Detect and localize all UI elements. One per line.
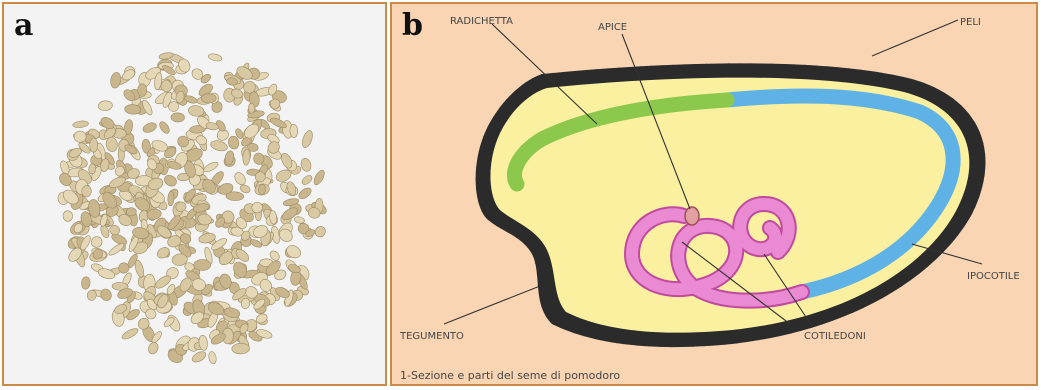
seed (202, 160, 219, 174)
panel-label-b: b (402, 8, 423, 43)
seed (120, 327, 139, 342)
seed (190, 350, 207, 365)
seed (147, 341, 160, 355)
seed (290, 124, 298, 138)
seed (208, 53, 223, 63)
seed-section-diagram-panel: RADICHETTA APICE PELI TEGUMENTO IPOCOTIL… (390, 2, 1038, 386)
diagram-caption: 1-Sezione e parti del seme di pomodoro (400, 369, 620, 382)
seed-pile-image (4, 4, 387, 386)
seed (162, 173, 178, 188)
seed (171, 112, 185, 122)
seed-photo-panel: a (2, 2, 387, 386)
label-tegumento: TEGUMENTO (399, 331, 464, 342)
panel-label-a: a (14, 8, 33, 43)
seed (158, 120, 172, 135)
seed (142, 121, 158, 134)
seed (284, 243, 303, 261)
seed (300, 174, 313, 187)
seed (133, 259, 145, 278)
seed (89, 235, 103, 249)
seed (312, 169, 327, 187)
seed (232, 343, 250, 354)
seed (239, 183, 252, 194)
seed (74, 131, 86, 143)
seed (138, 84, 147, 97)
seed (155, 245, 171, 260)
seed (110, 72, 122, 89)
seed (201, 93, 216, 103)
label-peli: PELI (960, 17, 981, 28)
seed (99, 287, 113, 302)
seed (253, 153, 264, 165)
seed (300, 129, 314, 149)
seed-section-diagram: RADICHETTA APICE PELI TEGUMENTO IPOCOTIL… (392, 4, 1038, 386)
seed (194, 259, 211, 270)
seed (90, 138, 98, 152)
seed (300, 157, 313, 172)
seed (208, 351, 217, 365)
label-cotiledoni: COTILEDONI (804, 331, 866, 342)
label-apice: APICE (598, 22, 627, 33)
seed (297, 186, 313, 201)
seed (126, 207, 137, 216)
seed (209, 139, 228, 153)
label-ipocotile: IPOCOTILE (967, 271, 1020, 282)
seed (98, 100, 113, 111)
apex-bud (685, 207, 699, 225)
seed (63, 211, 73, 222)
seed (233, 171, 248, 187)
seed (248, 103, 255, 113)
seed (72, 120, 88, 128)
label-radichetta: RADICHETTA (450, 16, 513, 27)
seed (167, 191, 174, 206)
seed (81, 276, 91, 289)
